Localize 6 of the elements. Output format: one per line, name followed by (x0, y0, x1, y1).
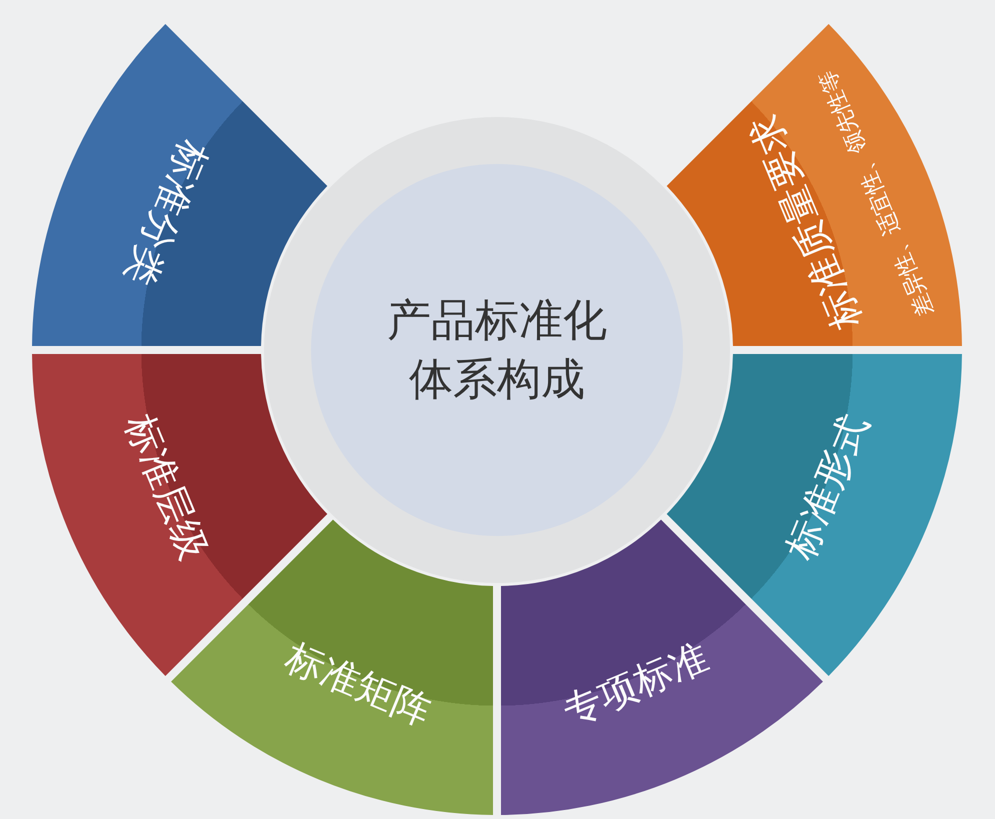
segment-label: 标准形式 (778, 408, 878, 566)
segment-label: 专项标准 (557, 636, 714, 734)
segment-label: 标准分类 (116, 134, 216, 292)
center-title: 产品标准化体系构成 (386, 294, 608, 407)
segment-label: 标准矩阵 (280, 636, 437, 734)
segment-label: 标准层级 (116, 408, 216, 566)
